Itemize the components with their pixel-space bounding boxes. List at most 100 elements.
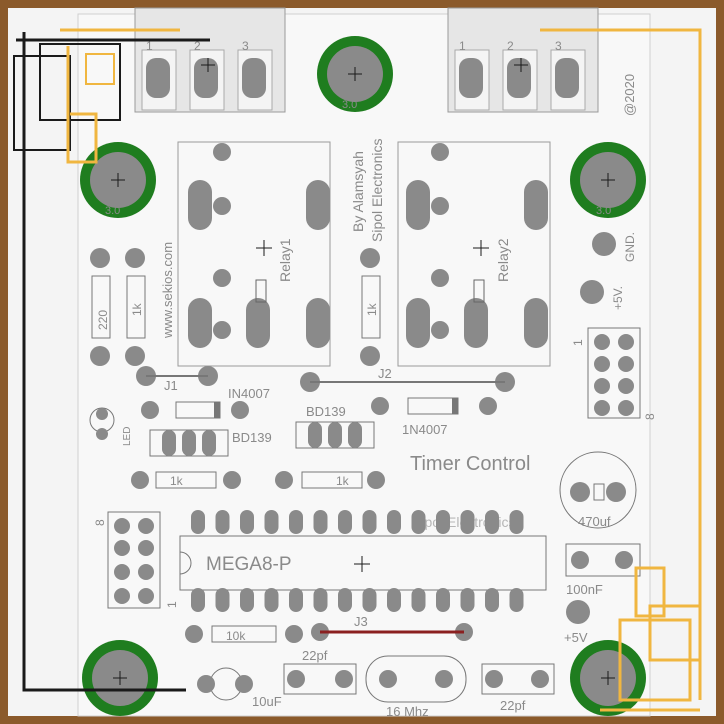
copyright-label: @2020 [622, 74, 637, 116]
jumper-j1-label: J1 [164, 378, 178, 393]
terminal-right-pin-1: 1 [459, 39, 466, 53]
capacitor-470uf-label: 470uf [578, 514, 611, 529]
capacitor-10uf-label: 10uF [252, 694, 282, 709]
relay-1: Relay1 [177, 141, 331, 367]
mcu-pin-bottom [338, 588, 352, 612]
terminal-left-pin-3: 3 [242, 39, 249, 53]
diode-1-label: IN4007 [228, 386, 270, 401]
resistor-220-label: 220 [96, 310, 110, 330]
mcu-pin-top [362, 510, 377, 534]
mcu-pin-top [460, 510, 475, 534]
resistor-10k: 10k [185, 625, 303, 643]
led-label: LED [122, 427, 133, 446]
board-title: Timer Control [410, 453, 530, 475]
mcu-mega8: MEGA8-P [179, 510, 547, 612]
mcu-pin-bottom [289, 588, 303, 612]
diode-1: IN4007 [141, 386, 270, 419]
header-left-pin8-label: 8 [93, 519, 107, 526]
resistor-1k-a: 1k [125, 248, 146, 366]
website-label: www.sekios.com [160, 242, 175, 339]
hole-size-left: 3.0 [105, 205, 120, 217]
mcu-pin-bottom [460, 588, 475, 612]
mcu-pin-top [485, 510, 499, 534]
mcu-pin-top [411, 510, 426, 534]
mcu-pin-bottom [387, 588, 401, 612]
crystal-label: 16 Mhz [386, 704, 429, 719]
jumper-j2: J2 [300, 366, 515, 392]
gnd-label: GND. [623, 232, 637, 262]
header-left-pin1-label: 1 [165, 601, 179, 608]
terminal-right-pin-3: 3 [555, 39, 562, 53]
hole-size-right: 3.0 [596, 205, 611, 217]
mcu-pin-top [313, 510, 328, 534]
terminal-left-pin-2: 2 [194, 39, 201, 53]
mcu-pin-top [264, 510, 279, 534]
transistor-1: BD139 [149, 429, 272, 457]
jumper-j3: J3 [311, 614, 473, 641]
mcu-pin-top [240, 510, 254, 534]
plus5v-top-label: +5V. [611, 286, 625, 310]
mcu-pin-bottom [509, 588, 524, 612]
plus5v-pad-top: +5V. [580, 280, 625, 310]
jumper-j3-label: J3 [354, 614, 368, 629]
relay-1-label: Relay1 [277, 238, 293, 282]
crystal-16mhz: 16 Mhz [365, 655, 467, 719]
terminal-right-pin-2: 2 [507, 39, 514, 53]
header-right-pin1-label: 1 [571, 339, 585, 346]
mcu-pin-bottom [215, 588, 230, 612]
resistor-10k-label: 10k [226, 629, 246, 643]
mcu-pin-bottom [313, 588, 328, 612]
plus5v-pad-bottom: +5V [564, 600, 590, 645]
capacitor-10uf: 10uF [197, 667, 282, 709]
mcu-pin-bottom [411, 588, 426, 612]
transistor-2: BD139 [295, 404, 375, 449]
gnd-pad: GND. [592, 232, 637, 262]
resistor-1k-a-label: 1k [130, 302, 144, 316]
company-label: Sipol Electronics [369, 139, 385, 243]
mcu-pin-top [338, 510, 352, 534]
mcu-pin-bottom [362, 588, 377, 612]
author-label: By Alamsyah [350, 151, 366, 232]
mcu-pin-bottom [485, 588, 499, 612]
mcu-pin-top [191, 510, 205, 534]
resistor-1k-b: 1k [360, 248, 381, 366]
capacitor-22pf-a: 22pf [283, 648, 357, 695]
hole-size-top: 3.0 [342, 99, 357, 111]
mcu-label: MEGA8-P [206, 554, 292, 575]
terminal-left-pin-1: 1 [146, 39, 153, 53]
resistor-220: 220 [90, 248, 111, 366]
mcu-pin-top [387, 510, 401, 534]
resistor-1k-d-label: 1k [336, 474, 350, 488]
mcu-pin-bottom [264, 588, 279, 612]
jumper-j1: J1 [136, 366, 218, 393]
jumper-j2-label: J2 [378, 366, 392, 381]
board-outline [77, 13, 651, 717]
capacitor-100nf-label: 100nF [566, 582, 603, 597]
resistor-1k-b-label: 1k [365, 302, 379, 316]
plus-markers [111, 58, 615, 685]
transistor-1-label: BD139 [232, 430, 272, 445]
diode-2: 1N4007 [371, 397, 497, 437]
header-left: 8 1 [93, 511, 179, 609]
decorative-frame [13, 28, 702, 712]
header-right-pin8-label: 8 [643, 413, 657, 420]
capacitor-100nf: 100nF [565, 543, 641, 597]
plus5v-bottom-label: +5V [564, 630, 588, 645]
mcu-pin-top [436, 510, 450, 534]
transistor-2-label: BD139 [306, 404, 346, 419]
mcu-pin-bottom [436, 588, 450, 612]
terminal-block-left: 1 2 3 [134, 7, 286, 113]
relay-2: Relay2 [397, 141, 551, 367]
capacitor-22pf-b: 22pf [481, 663, 555, 713]
resistor-1k-c-label: 1k [170, 474, 184, 488]
diode-2-label: 1N4007 [402, 422, 448, 437]
mcu-pin-bottom [240, 588, 254, 612]
mcu-pin-top [215, 510, 230, 534]
terminal-block-right: 1 2 3 [447, 7, 599, 113]
capacitor-22pf-a-label: 22pf [302, 648, 328, 663]
mcu-pin-bottom [191, 588, 205, 612]
mcu-pin-top [509, 510, 524, 534]
led: LED [89, 407, 133, 446]
mcu-pin-top [289, 510, 303, 534]
capacitor-470uf: 470uf [559, 451, 637, 529]
